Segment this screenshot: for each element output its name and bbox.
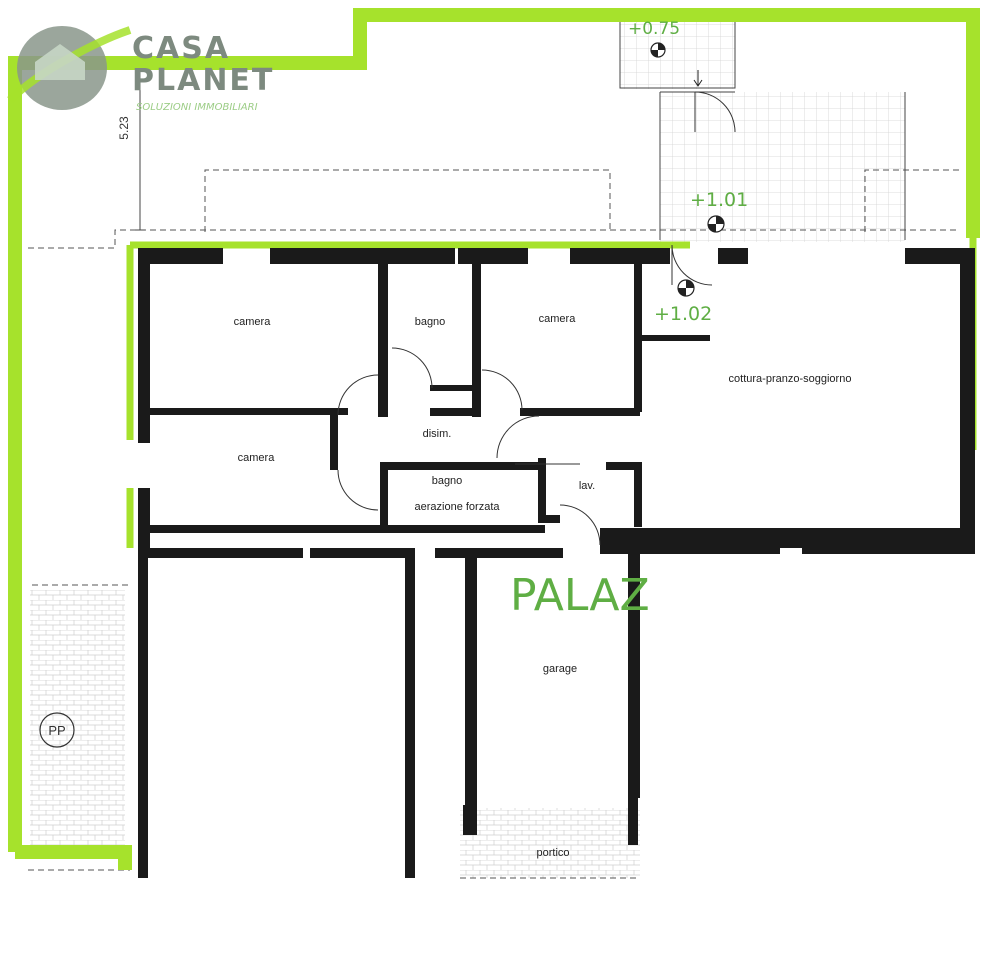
room-garage: garage	[543, 663, 577, 675]
walls	[138, 248, 975, 878]
level-marker-terrace	[707, 215, 725, 233]
stair-arrow-icon	[693, 70, 703, 87]
room-bagno-top: bagno	[415, 316, 446, 328]
property-boundary	[8, 8, 980, 870]
parking-circle	[39, 712, 75, 748]
logo-house-icon	[35, 44, 85, 80]
elevation-top-label: +0.75	[628, 19, 680, 39]
wall-highlights	[126, 238, 977, 548]
logo-word-casa: CASA	[132, 31, 230, 66]
room-camera-top-mid: camera	[539, 313, 577, 325]
room-soggiorno: cottura-pranzo-soggiorno	[729, 373, 852, 385]
watermark-text: PALAZ	[510, 570, 650, 621]
room-disimpegno: disim.	[423, 428, 452, 440]
room-camera-top-left: camera	[234, 316, 272, 328]
parking-mark: PP	[48, 723, 65, 738]
stair-landing-tiles	[620, 14, 735, 89]
elevation-entrance-label: +1.02	[654, 303, 712, 325]
garden-outlines	[28, 169, 960, 879]
room-lavanderia: lav.	[579, 480, 595, 492]
room-camera-left: camera	[238, 452, 276, 464]
doors	[337, 91, 736, 546]
level-marker-entrance	[677, 279, 695, 297]
logo: CASA PLANET SOLUZIONI IMMOBILIARI	[7, 26, 274, 113]
parking-pavers	[30, 590, 125, 850]
elevation-terrace-label: +1.01	[690, 189, 748, 211]
terrace-tiles	[660, 92, 905, 242]
room-portico: portico	[536, 847, 569, 859]
logo-word-planet: PLANET	[132, 63, 274, 98]
portico-pavers	[460, 808, 640, 878]
room-bagno-mid-note: aerazione forzata	[415, 501, 501, 513]
logo-tagline: SOLUZIONI IMMOBILIARI	[136, 102, 258, 113]
level-marker-top	[650, 42, 666, 58]
room-bagno-mid: bagno	[432, 475, 463, 487]
dimension-label: 5.23	[117, 116, 131, 140]
